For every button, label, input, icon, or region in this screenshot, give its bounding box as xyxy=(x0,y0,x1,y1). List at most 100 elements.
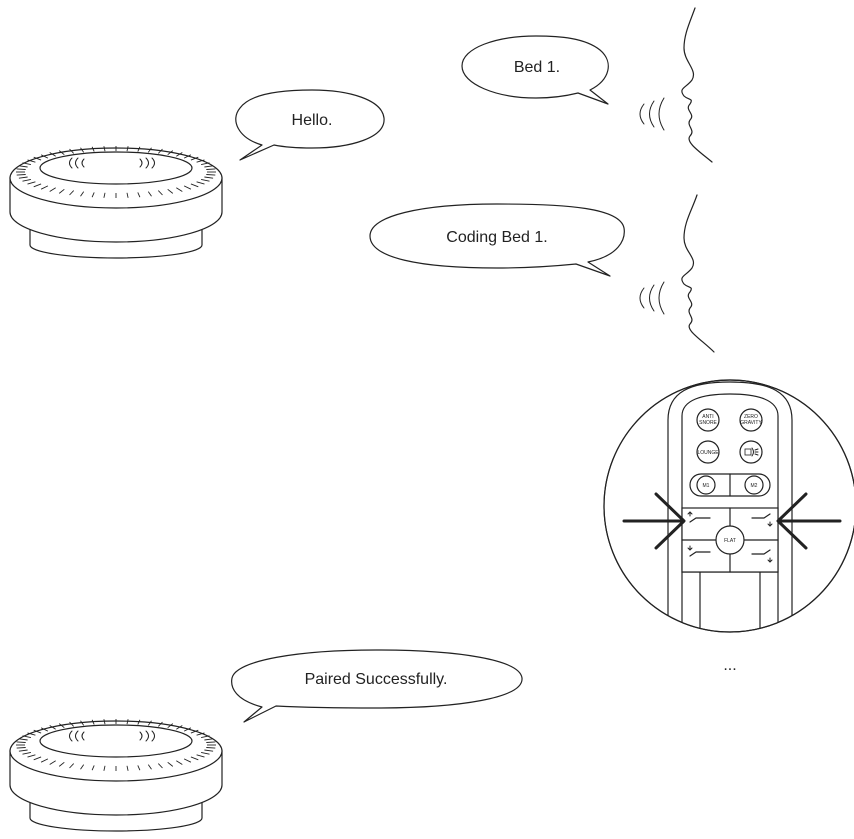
grille-tick xyxy=(204,738,214,741)
svg-text:GRAVITY: GRAVITY xyxy=(740,420,762,426)
grille-tick xyxy=(126,765,129,771)
grille-tick xyxy=(126,719,129,725)
arrow-icon xyxy=(622,492,686,550)
grille-tick xyxy=(176,760,183,765)
arrow-icon xyxy=(776,492,842,550)
grille-tick xyxy=(69,721,75,727)
grille-tick xyxy=(103,719,106,725)
flat-button: FLAT xyxy=(715,525,745,555)
memory-buttons: M1 M2 xyxy=(689,473,771,497)
grille-tick xyxy=(196,754,205,758)
grille-tick xyxy=(91,146,95,152)
grille-tick xyxy=(137,765,141,771)
smart-speaker-icon xyxy=(9,719,223,832)
grille-tick xyxy=(69,190,75,196)
grille-tick xyxy=(204,165,214,168)
grille-tick xyxy=(167,150,174,156)
grille-tick xyxy=(147,764,152,770)
user-command-text: Coding Bed 1. xyxy=(446,229,547,246)
grille-tick xyxy=(22,178,31,182)
speech-bubble-bed: Bed 1. xyxy=(461,35,609,105)
grille-tick xyxy=(49,152,56,157)
grille-tick xyxy=(80,764,85,770)
remote-control-icon: ANTI SNORE ZERO GRAVITY LOUNGE xyxy=(603,379,854,633)
grille-tick xyxy=(80,147,85,153)
sound-wave-icon xyxy=(639,281,665,315)
grille-tick xyxy=(196,732,205,736)
svg-text:ZERO: ZERO xyxy=(744,414,758,420)
light-icon xyxy=(744,447,759,457)
head-up-icon xyxy=(687,511,711,523)
grille-tick xyxy=(137,146,141,152)
grille-tick xyxy=(196,159,205,163)
user-command-text: Bed 1. xyxy=(514,59,560,76)
sound-wave-icon xyxy=(69,157,155,169)
grille-tick xyxy=(167,723,174,729)
grille-tick xyxy=(80,720,85,726)
grille-tick xyxy=(206,174,216,176)
grille-tick xyxy=(40,185,49,190)
grille-tick xyxy=(40,727,49,732)
grille-tick xyxy=(196,181,205,185)
grille-tick xyxy=(49,760,56,765)
grille-tick xyxy=(18,749,28,752)
grille-tick xyxy=(69,763,75,769)
grille-tick xyxy=(176,187,183,192)
sound-wave-icon xyxy=(639,97,665,131)
grille-tick xyxy=(206,747,216,749)
svg-text:LOUNGE: LOUNGE xyxy=(697,450,719,456)
sound-wave-icon xyxy=(69,730,155,742)
grille-tick xyxy=(137,719,141,725)
anti-snore-button: ANTI SNORE xyxy=(696,408,720,432)
grille-tick xyxy=(126,146,129,152)
face-profile-icon xyxy=(639,7,713,163)
grille-tick xyxy=(18,176,28,179)
grille-tick xyxy=(176,725,183,730)
grille-tick xyxy=(69,148,75,154)
grille-tick xyxy=(40,154,49,159)
grille-tick xyxy=(190,156,199,161)
grille-tick xyxy=(58,761,65,767)
grille-tick xyxy=(167,761,174,767)
grille-tick xyxy=(157,721,163,727)
grille-tick xyxy=(91,192,95,198)
grille-tick xyxy=(157,190,163,196)
grille-tick xyxy=(201,162,210,166)
grille-tick xyxy=(201,735,210,739)
grille-tick xyxy=(190,729,199,734)
grille-tick xyxy=(80,191,85,197)
grille-tick xyxy=(33,183,42,188)
grille-tick xyxy=(103,146,106,152)
zero-gravity-button: ZERO GRAVITY xyxy=(739,408,763,432)
grille-tick xyxy=(58,150,65,156)
svg-text:FLAT: FLAT xyxy=(724,538,736,544)
grille-tick xyxy=(27,754,36,758)
grille-tick xyxy=(183,727,192,732)
grille-tick xyxy=(206,168,216,170)
grille-tick xyxy=(206,741,216,743)
grille-tick xyxy=(27,732,36,736)
grille-tick xyxy=(16,741,26,743)
m1-button-label: M1 xyxy=(703,483,710,489)
grille-tick xyxy=(91,719,95,725)
grille-tick xyxy=(204,176,214,179)
grille-tick xyxy=(22,162,31,166)
grille-tick xyxy=(126,192,129,198)
grille-tick xyxy=(157,148,163,154)
grille-tick xyxy=(18,738,28,741)
grille-tick xyxy=(201,178,210,182)
grille-tick xyxy=(190,756,199,761)
m2-button-label: M2 xyxy=(751,483,758,489)
ellipsis-text: ... xyxy=(723,657,736,674)
grille-tick xyxy=(18,165,28,168)
motion-buttons: FLAT xyxy=(681,507,779,573)
grille-tick xyxy=(58,188,65,194)
grille-tick xyxy=(22,735,31,739)
grille-tick xyxy=(103,192,106,198)
grille-tick xyxy=(16,747,26,749)
speech-bubble-hello: Hello. xyxy=(235,89,385,161)
lounge-button: LOUNGE xyxy=(696,440,720,464)
grille-tick xyxy=(147,720,152,726)
grille-tick xyxy=(147,147,152,153)
